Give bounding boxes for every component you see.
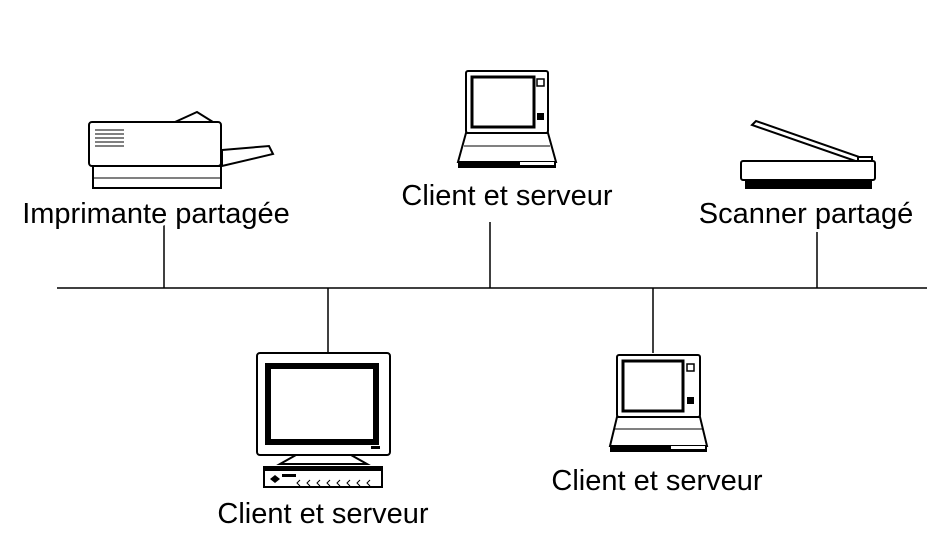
- laptop-top-label: Client et serveur: [401, 180, 612, 212]
- printer-icon: [88, 110, 275, 189]
- laptop-icon-bottom: [608, 354, 709, 452]
- printer-label: Imprimante partagée: [22, 198, 290, 230]
- laptop-icon-top: [456, 70, 558, 168]
- desktop-label: Client et serveur: [217, 498, 428, 530]
- scanner-label: Scanner partagé: [699, 198, 913, 230]
- desktop-computer-icon: [256, 352, 391, 488]
- scanner-icon: [740, 119, 876, 189]
- laptop-bottom-label: Client et serveur: [551, 465, 762, 497]
